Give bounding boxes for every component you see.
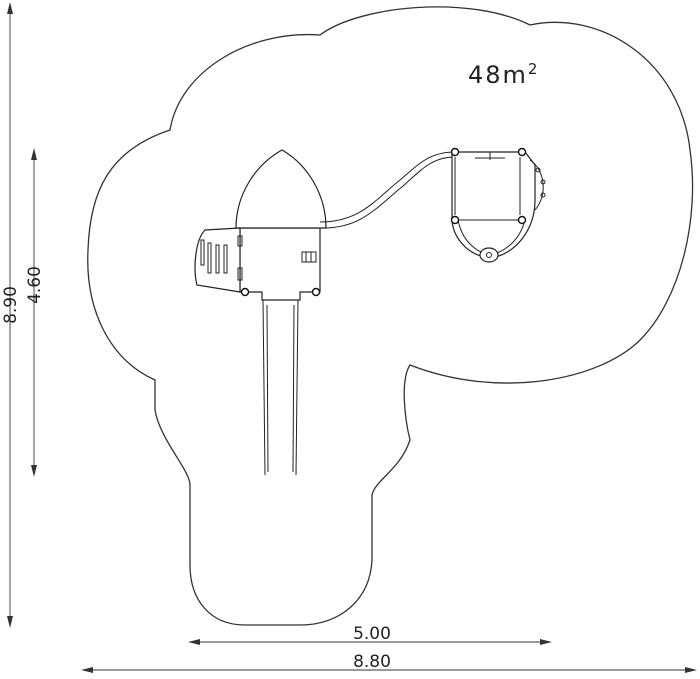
equipment-height-label: 4.60 bbox=[25, 266, 45, 304]
main-tower bbox=[194, 149, 327, 301]
safety-zone-outline bbox=[87, 6, 694, 626]
dimension-total-width: 8.80 bbox=[81, 652, 697, 673]
equipment-width-label: 5.00 bbox=[353, 624, 391, 644]
dimension-equipment-height: 4.60 bbox=[25, 148, 45, 477]
connecting-tube bbox=[319, 151, 456, 223]
total-height-label: 8.90 bbox=[1, 286, 21, 324]
total-width-label: 8.80 bbox=[353, 652, 391, 672]
dimension-total-height: 8.90 bbox=[1, 2, 21, 628]
tower-roof bbox=[235, 149, 327, 229]
dimension-equipment-width: 5.00 bbox=[188, 624, 552, 645]
area-label: 48m2 bbox=[468, 60, 539, 89]
side-panel bbox=[194, 227, 241, 293]
slide bbox=[262, 299, 299, 476]
tower-hatch bbox=[479, 247, 499, 263]
second-tower bbox=[450, 147, 546, 263]
climbing-wall bbox=[529, 159, 544, 211]
